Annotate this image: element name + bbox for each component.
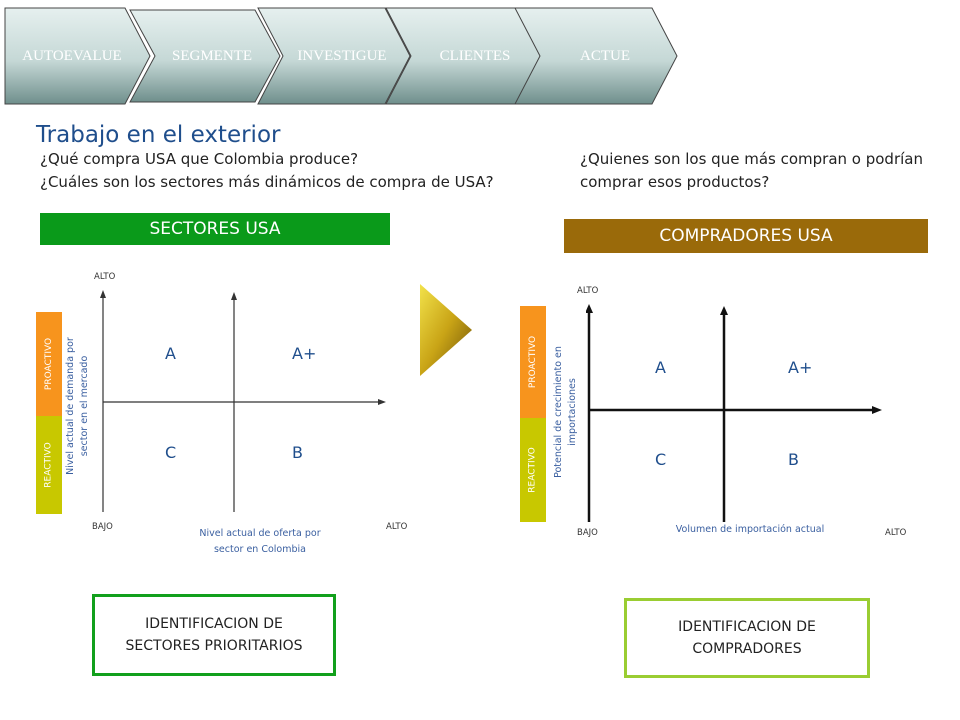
box-line: SECTORES PRIORITARIOS: [125, 638, 303, 654]
right-y-top-label: ALTO: [577, 286, 599, 296]
proactive-tag: PROACTIVO: [520, 306, 546, 418]
y-label-line: importaciones: [567, 378, 578, 446]
box-line: IDENTIFICACION DE: [678, 619, 816, 635]
quadrant-c: C: [655, 450, 667, 469]
quadrant-a-plus: A+: [788, 358, 813, 377]
question-line: ¿Qué compra USA que Colombia produce?: [40, 150, 359, 168]
step-label: INVESTIGUE: [297, 48, 386, 64]
quadrant-a-plus: A+: [292, 344, 317, 363]
right-x-axis-label: Volumen de importación actual: [675, 524, 825, 535]
step-label: SEGMENTE: [172, 48, 252, 64]
quadrant-b: B: [292, 443, 303, 462]
question-line: ¿Quienes son los que más compran o podrí…: [580, 150, 923, 168]
step-autoevalue[interactable]: AUTOEVALUE: [4, 7, 151, 105]
proactive-tag: PROACTIVO: [36, 312, 62, 416]
step-actue[interactable]: ACTUE: [514, 7, 678, 105]
right-x-right-label: ALTO: [885, 528, 907, 538]
compradores-banner: COMPRADORES USA: [564, 219, 928, 253]
right-matrix: [586, 304, 882, 522]
step-label: AUTOEVALUE: [22, 48, 121, 64]
proactive-tag-text: PROACTIVO: [528, 335, 538, 389]
sectores-prioritarios-box: IDENTIFICACION DE SECTORES PRIORITARIOS: [92, 594, 336, 676]
left-y-axis-label: Nivel actual de demanda por sector en el…: [64, 316, 96, 496]
left-y-bottom-label: BAJO: [92, 522, 113, 532]
left-questions: ¿Qué compra USA que Colombia produce? ¿C…: [40, 148, 494, 194]
reactive-tag: REACTIVO: [36, 416, 62, 514]
quadrant-c: C: [165, 443, 177, 462]
left-x-right-label: ALTO: [386, 522, 408, 532]
x-label-line: sector en Colombia: [213, 544, 306, 555]
proactive-tag-text: PROACTIVO: [44, 337, 54, 391]
y-label-line: Potencial de crecimiento en: [553, 346, 564, 478]
box-line: IDENTIFICACION DE: [145, 616, 283, 632]
question-line: comprar esos productos?: [580, 173, 770, 191]
left-x-axis-label: Nivel actual de oferta por sector en Col…: [160, 526, 360, 558]
next-arrow-icon: [420, 284, 472, 376]
page-title: Trabajo en el exterior: [36, 122, 281, 148]
quadrant-a: A: [165, 344, 176, 363]
y-label-line: sector en el mercado: [79, 355, 90, 457]
reactive-tag-text: REACTIVO: [528, 447, 538, 493]
question-line: ¿Cuáles son los sectores más dinámicos d…: [40, 173, 494, 191]
compradores-box: IDENTIFICACION DE COMPRADORES: [624, 598, 870, 678]
quadrant-b: B: [788, 450, 799, 469]
left-matrix: [100, 290, 386, 512]
step-segmente[interactable]: SEGMENTE: [129, 9, 281, 103]
step-investigue[interactable]: INVESTIGUE: [257, 7, 411, 105]
box-line: COMPRADORES: [692, 641, 802, 657]
reactive-tag: REACTIVO: [520, 418, 546, 522]
left-y-top-label: ALTO: [94, 272, 116, 282]
y-label-line: Nivel actual de demanda por: [65, 337, 76, 475]
x-label-line: Nivel actual de oferta por: [199, 528, 321, 539]
right-y-axis-label: Potencial de crecimiento en importacione…: [552, 322, 584, 502]
right-questions: ¿Quienes son los que más compran o podrí…: [580, 148, 923, 194]
sectores-banner: SECTORES USA: [40, 213, 390, 245]
reactive-tag-text: REACTIVO: [44, 442, 54, 488]
process-steps: AUTOEVALUE SEGMENTE INVESTIGUE CLIENTES …: [4, 7, 678, 105]
right-y-bottom-label: BAJO: [577, 528, 598, 538]
step-label: ACTUE: [580, 48, 630, 64]
quadrant-a: A: [655, 358, 666, 377]
step-label: CLIENTES: [440, 48, 511, 64]
